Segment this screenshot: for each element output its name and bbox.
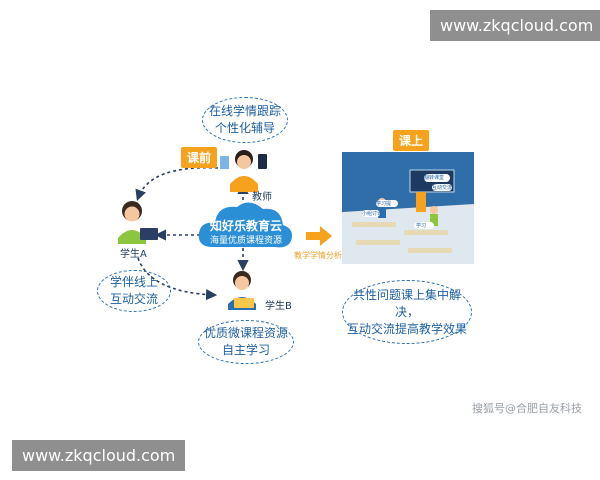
watermark-top: www.zkqcloud.com: [430, 10, 600, 41]
classroom-label: 翻转课堂: [424, 175, 445, 181]
bubble-line: 个性化辅导: [214, 121, 275, 135]
arrow-label: 教学学情分析: [294, 251, 342, 260]
bubble-line: 自主学习: [221, 343, 270, 357]
student-a-icon: [118, 201, 158, 244]
cloud-icon: [198, 202, 292, 248]
attribution: 搜狐号@合肥自友科技: [472, 402, 582, 415]
bubble-line: 学伴线上: [109, 275, 158, 289]
classroom-label: 互动交流: [432, 185, 453, 191]
bubble-peer-online: 学伴线上 互动交流: [97, 270, 171, 312]
bubble-line: 共性问题课上集中解决，: [352, 287, 461, 319]
bubble-class-summary: 共性问题课上集中解决， 互动交流提高教学效果: [342, 280, 472, 344]
cloud-title: 知好乐教育云: [209, 219, 282, 233]
bubble-line: 在线学情跟踪: [208, 104, 281, 118]
classroom-label: 小组讨论: [362, 211, 383, 217]
teacher-label: 教师: [252, 192, 272, 203]
bubble-line: 互动交流: [109, 292, 158, 306]
bubble-line: 互动交流提高教学效果: [346, 321, 467, 336]
tag-in-class: 课上: [393, 130, 430, 151]
student-a-label: 学生A: [120, 249, 147, 260]
tag-before-class: 课前: [181, 147, 218, 168]
classroom-label: 学习提: [376, 201, 392, 207]
classroom-label: 学习: [416, 223, 427, 229]
bubble-line: 优质微课程资源: [203, 326, 288, 340]
bubble-online-tracking: 在线学情跟踪 个性化辅导: [202, 97, 288, 143]
teacher-icon: [220, 150, 267, 192]
student-b-icon: [228, 271, 256, 310]
cloud-subtitle: 海量优质课程资源: [209, 236, 282, 246]
student-b-label: 学生B: [265, 301, 292, 312]
classroom-illustration: [342, 152, 474, 264]
watermark-bottom: www.zkqcloud.com: [12, 440, 186, 471]
bubble-micro-resources: 优质微课程资源 自主学习: [198, 320, 294, 364]
